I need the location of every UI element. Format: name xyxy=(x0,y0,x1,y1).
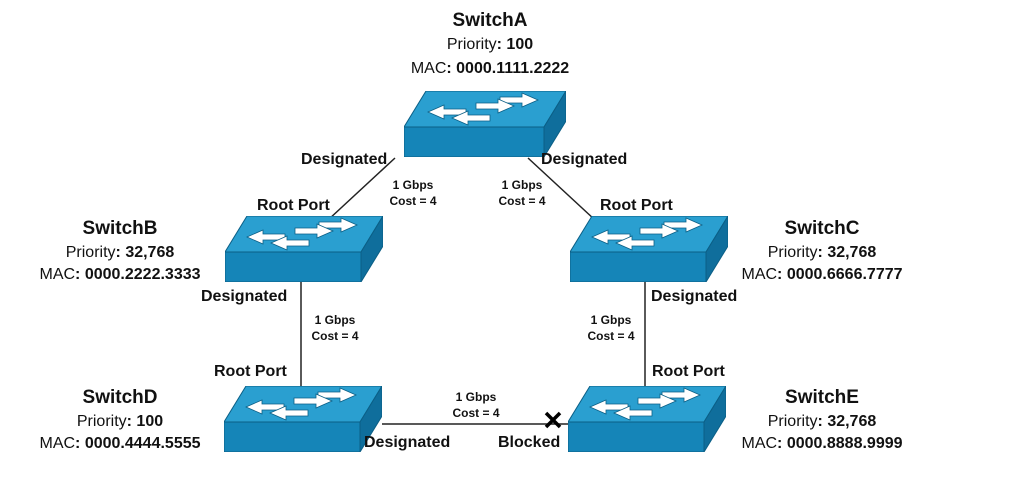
switch-b-icon xyxy=(225,216,383,282)
switch-a-mac: MAC: 0000.1111.2222 xyxy=(410,60,570,77)
port-a-left-role: Designated xyxy=(301,151,388,168)
switch-a-name: SwitchA xyxy=(452,10,528,31)
switch-d-name: SwitchD xyxy=(82,387,158,408)
link-a-b xyxy=(327,157,396,221)
switch-b-mac: MAC: 0000.2222.3333 xyxy=(39,266,201,283)
switch-e-icon xyxy=(568,386,726,452)
switch-c-mac: MAC: 0000.6666.7777 xyxy=(741,266,903,283)
port-d-top-role: Root Port xyxy=(214,363,287,380)
link-a-c xyxy=(527,157,596,221)
blocked-port-x-icon xyxy=(544,411,562,429)
port-e-top-role: Root Port xyxy=(652,363,725,380)
port-d-right-role: Designated xyxy=(364,434,451,451)
switch-d-icon xyxy=(224,386,382,452)
switch-b-priority: Priority: 32,768 xyxy=(65,244,175,261)
port-c-top-role: Root Port xyxy=(600,197,673,214)
port-a-right-role: Designated xyxy=(541,151,628,168)
port-e-left-role: Blocked xyxy=(498,434,561,451)
switch-c-priority: Priority: 32,768 xyxy=(767,244,877,261)
port-b-bottom-role: Designated xyxy=(201,288,288,305)
port-c-bottom-role: Designated xyxy=(651,288,738,305)
switch-a-priority: Priority: 100 xyxy=(446,36,534,53)
switch-c-name: SwitchC xyxy=(784,218,860,239)
switch-e-name: SwitchE xyxy=(785,387,859,408)
port-b-top-role: Root Port xyxy=(257,197,330,214)
switch-e-priority: Priority: 32,768 xyxy=(767,413,877,430)
switch-d-mac: MAC: 0000.4444.5555 xyxy=(39,435,201,452)
switch-a-icon xyxy=(404,91,566,157)
switch-d-priority: Priority: 100 xyxy=(76,413,164,430)
switch-c-icon xyxy=(570,216,728,282)
switch-e-mac: MAC: 0000.8888.9999 xyxy=(741,435,903,452)
switch-b-name: SwitchB xyxy=(82,218,158,239)
